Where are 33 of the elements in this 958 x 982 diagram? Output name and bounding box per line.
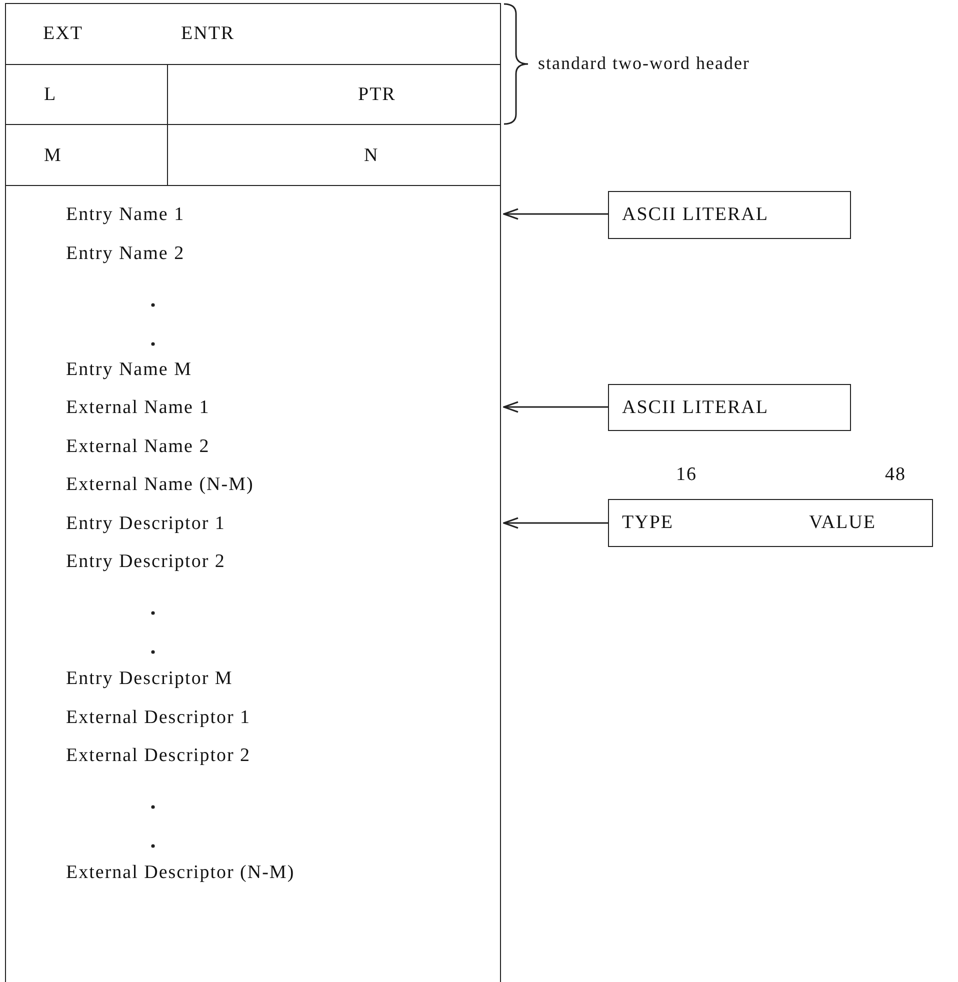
field-name: Entry Descriptor 2 — [66, 551, 226, 573]
field-name: External Descriptor (N-M) — [66, 862, 295, 884]
table-body — [5, 185, 501, 982]
field-name: VALUE — [809, 512, 876, 534]
bit-width: 16 — [676, 464, 697, 486]
arrow — [503, 517, 608, 529]
field-name: External Name 2 — [66, 436, 210, 458]
bit-width: 48 — [885, 464, 906, 486]
field-name: External Descriptor 1 — [66, 707, 251, 729]
field-name: EXT — [43, 23, 83, 45]
field-name: External Descriptor 2 — [66, 745, 251, 767]
field-name: ENTR — [181, 23, 235, 45]
field-name: Entry Descriptor 1 — [66, 513, 226, 535]
field-name: TYPE — [622, 512, 674, 534]
arrow — [503, 208, 608, 220]
table-row — [5, 3, 501, 65]
field-name: L — [44, 84, 57, 106]
field-name: M — [44, 145, 62, 167]
label-box — [608, 191, 851, 239]
field-name: ASCII LITERAL — [622, 204, 769, 226]
field-name: Entry Descriptor M — [66, 668, 233, 690]
field-name: Entry Name 1 — [66, 204, 185, 226]
arrow — [503, 401, 608, 413]
field-name: PTR — [358, 84, 396, 106]
field-name: External Name 1 — [66, 397, 210, 419]
field-name: ASCII LITERAL — [622, 397, 769, 419]
label-box — [608, 384, 851, 431]
field-name: External Name (N-M) — [66, 474, 254, 496]
field-name: Entry Name 2 — [66, 243, 185, 265]
field-box — [608, 499, 933, 547]
field-name: N — [364, 145, 379, 167]
annotation: standard two-word header — [538, 52, 750, 74]
field-name: Entry Name M — [66, 359, 192, 381]
